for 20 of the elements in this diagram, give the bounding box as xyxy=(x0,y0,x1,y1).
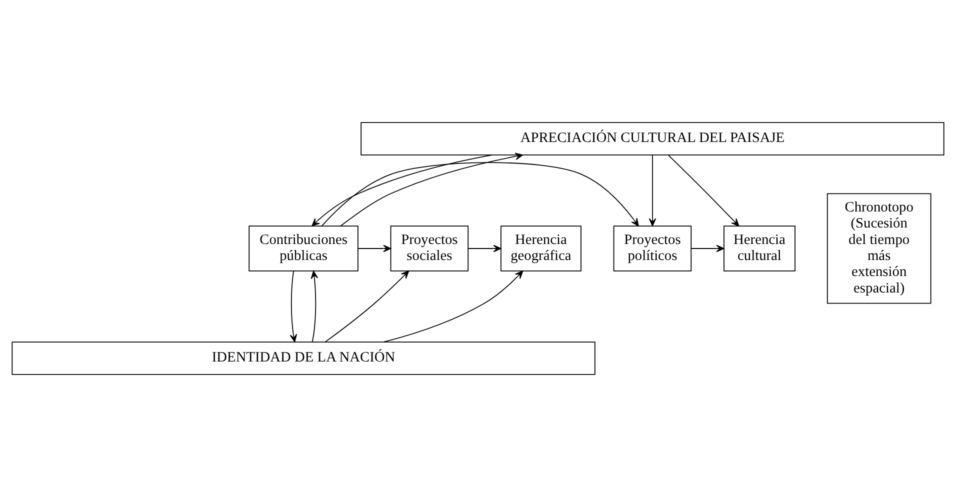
arrow xyxy=(648,154,656,226)
arrow xyxy=(468,244,502,252)
node-box: APRECIACIÓN CULTURAL DEL PAISAJE xyxy=(360,122,944,156)
arrow xyxy=(290,270,298,342)
arrow xyxy=(310,270,318,342)
arrow xyxy=(358,244,392,252)
node-box: Chronotopo (Sucesión del tiempo más extensión espacial) xyxy=(826,193,932,304)
arrow xyxy=(322,162,639,226)
node-box: Herencia geográfica xyxy=(500,226,582,272)
arrow xyxy=(668,154,740,226)
node-box: Proyectos sociales xyxy=(390,226,469,272)
arrow xyxy=(690,244,724,252)
node-box: Herencia cultural xyxy=(724,226,796,272)
node-box: Proyectos políticos xyxy=(613,226,692,272)
node-box: Contribuciones públicas xyxy=(248,226,358,272)
arrow xyxy=(324,270,410,342)
arrow xyxy=(383,270,524,342)
node-box: IDENTIDAD DE LA NACIÓN xyxy=(12,342,596,375)
arrow xyxy=(340,152,524,226)
arrow xyxy=(312,154,492,226)
